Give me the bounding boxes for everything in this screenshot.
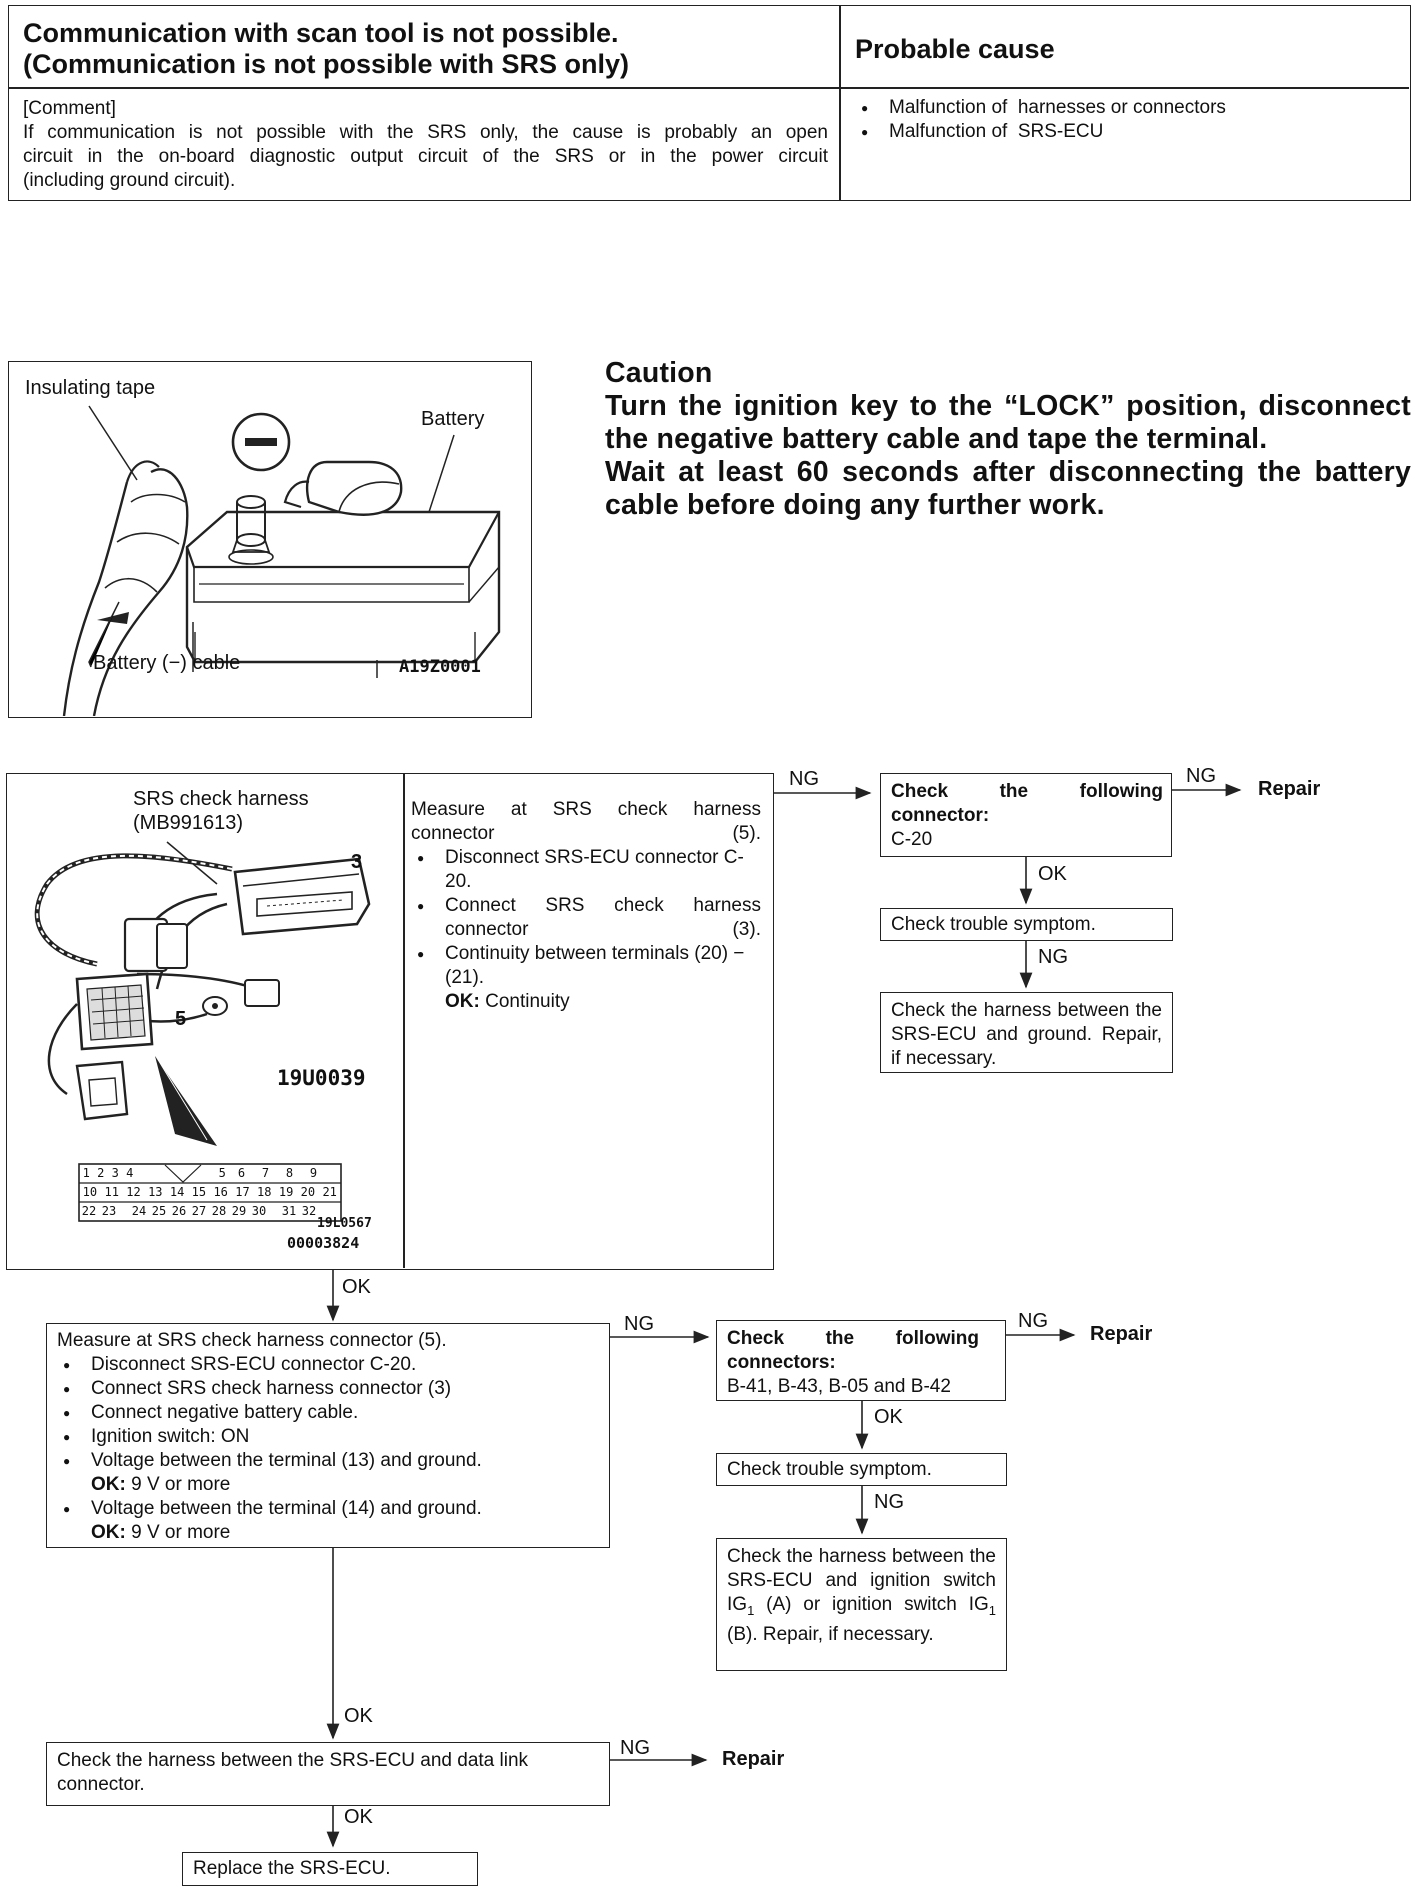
ng-label: NG <box>1018 1310 1048 1332</box>
caution-line: the negative battery cable and tape the … <box>605 423 1268 455</box>
check-harness-ignition-box: Check the harness between the SRS-ECU an… <box>716 1538 1007 1671</box>
list-item: Malfunction of SRS-ECU <box>855 120 1375 144</box>
check-connectors-box: Check the following connectors: B-41, B-… <box>716 1320 1006 1401</box>
figure-code: 19U0039 <box>277 1066 366 1090</box>
ng-label: NG <box>624 1313 654 1335</box>
ok-label: OK <box>874 1406 903 1428</box>
pin-row: 1 2 3 4 5 6 7 8 9 <box>82 1166 318 1180</box>
battery-cable-label: Battery (−) cable <box>93 652 241 674</box>
battery-label: Battery <box>421 408 485 430</box>
harness-name: SRS check harness <box>133 788 309 810</box>
pin-grid-labels: 1 2 3 4 5 6 7 8 9 10 11 12 13 14 15 16 1… <box>79 1164 341 1221</box>
comment-block: [Comment] If communication is not possib… <box>23 97 828 193</box>
comment-line: circuit in the on-board diagnostic outpu… <box>23 146 828 167</box>
step2-box: Measure at SRS check harness connector (… <box>46 1323 610 1548</box>
step4-box: Replace the SRS-ECU. <box>182 1852 478 1886</box>
cause-list: Malfunction of harnesses or connectors M… <box>855 96 1375 144</box>
step3-box: Check the harness between the SRS-ECU an… <box>46 1742 610 1806</box>
check-symptom-box: Check trouble symptom. <box>880 908 1173 941</box>
ok-label: OK <box>1038 863 1067 885</box>
figure-code: A19Z0001 <box>399 657 481 677</box>
step1-box: SRS check harness (MB991613) <box>6 773 774 1270</box>
caution-title: Caution <box>605 357 713 389</box>
ng-label: NG <box>874 1491 904 1513</box>
insulating-tape-label: Insulating tape <box>25 377 156 399</box>
comment-line: (including ground circuit). <box>23 170 236 191</box>
caution-line: Wait at least 60 seconds after disconnec… <box>605 456 1411 488</box>
repair-label: Repair <box>722 1748 785 1770</box>
header-divider-horizontal <box>9 87 1409 89</box>
check-harness-ground-box: Check the harness between the SRS-ECU an… <box>880 992 1173 1073</box>
repair-label: Repair <box>1090 1323 1153 1345</box>
step1-text: Measure at SRS check harness connector (… <box>411 798 761 1014</box>
comment-label: [Comment] <box>23 98 116 119</box>
caution-line: cable before doing any further work. <box>605 489 1105 521</box>
battery-figure: Insulating tape Battery Battery (−) cabl… <box>8 361 532 718</box>
figure-code: 00003824 <box>287 1234 360 1252</box>
caution-line: Turn the ignition key to the “LOCK” posi… <box>605 390 1411 422</box>
check-symptom-box: Check trouble symptom. <box>716 1453 1007 1486</box>
ng-label: NG <box>620 1737 650 1759</box>
header-divider-vertical <box>839 6 841 200</box>
figure-code: 19L0567 <box>317 1216 372 1231</box>
harness-part-number: (MB991613) <box>133 812 244 834</box>
check-connector-box: Check the following connector: C-20 <box>880 773 1172 857</box>
ok-label: OK <box>342 1276 371 1298</box>
pin-row: 22 23 24 25 26 27 28 29 30 31 32 <box>81 1204 317 1218</box>
ok-label: OK <box>344 1705 373 1727</box>
probable-cause-header: Probable cause <box>855 34 1055 64</box>
header-table: Communication with scan tool is not poss… <box>8 5 1411 201</box>
list-item: Malfunction of harnesses or connectors <box>855 96 1375 120</box>
header-title: Communication with scan tool is not poss… <box>23 18 630 79</box>
comment-line: If communication is not possible with th… <box>23 122 828 143</box>
connector-3-label: 3 <box>351 851 363 873</box>
caution-block: Caution Turn the ignition key to the “LO… <box>605 357 1411 522</box>
ok-label: OK <box>344 1806 373 1828</box>
connector-5-label: 5 <box>175 1008 187 1030</box>
repair-label: Repair <box>1258 778 1321 800</box>
harness-illustration <box>34 841 371 1222</box>
ng-label: NG <box>1038 946 1068 968</box>
step1-divider <box>403 774 405 1268</box>
pin-row: 10 11 12 13 14 15 16 17 18 19 20 21 <box>82 1185 337 1199</box>
ng-label: NG <box>1186 765 1216 787</box>
battery-illustration <box>62 405 501 716</box>
ng-label: NG <box>789 768 819 790</box>
